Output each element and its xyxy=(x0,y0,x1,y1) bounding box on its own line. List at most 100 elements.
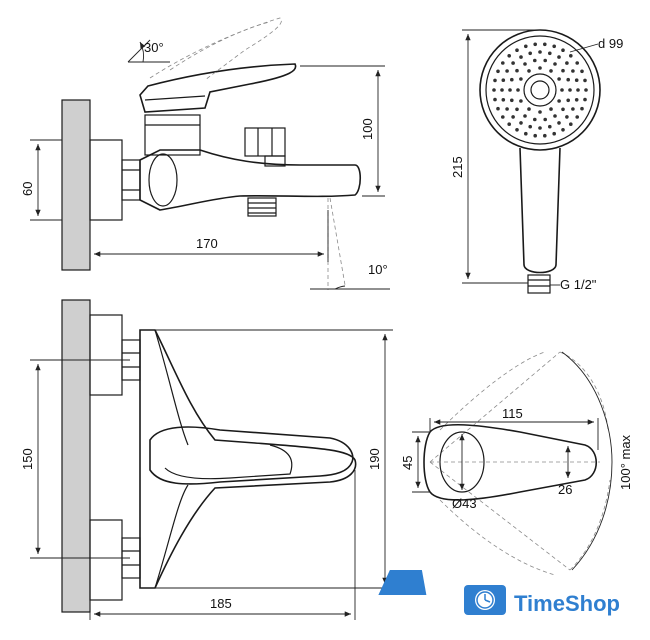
nozzle-dot xyxy=(505,107,509,111)
nozzle-dot xyxy=(516,88,520,92)
nozzle-dot xyxy=(569,122,573,126)
nozzle-dot xyxy=(538,66,542,70)
nozzle-dot xyxy=(560,88,564,92)
lever-hole-label: Ø43 xyxy=(452,496,477,511)
pipe-height-label: 60 xyxy=(20,182,35,196)
nozzle-dot xyxy=(565,61,569,65)
nozzle-dot xyxy=(543,58,547,63)
nozzle-dot xyxy=(519,121,523,125)
nozzle-dot xyxy=(511,115,515,119)
nozzle-dot xyxy=(524,131,528,136)
nozzle-dot xyxy=(571,107,575,111)
nozzle-dot xyxy=(574,98,579,102)
lever-view: 100° max 115 45 Ø43 26 xyxy=(400,351,633,576)
lever-tip-width-label: 26 xyxy=(558,482,572,497)
wall-section-top xyxy=(61,99,91,271)
nozzle-dot xyxy=(533,117,537,122)
nozzle-dot xyxy=(501,78,506,82)
nozzle-dot xyxy=(523,62,527,66)
nozzle-dot xyxy=(523,114,527,118)
spout-angle-label: 10° xyxy=(368,262,388,277)
logo-text: TimeShop xyxy=(514,591,620,616)
nozzle-pattern xyxy=(492,42,588,138)
timeshop-logo: TimeShop xyxy=(378,570,620,616)
nozzle-dot xyxy=(501,98,506,102)
nozzle-dot xyxy=(543,42,547,47)
nozzle-dot xyxy=(557,121,561,125)
nozzle-dot xyxy=(528,124,532,129)
nozzle-dot xyxy=(561,48,565,52)
nozzle-dot xyxy=(538,110,542,114)
shopping-bag-clock-icon xyxy=(378,570,506,615)
nozzle-dot xyxy=(519,99,523,103)
nozzle-dot xyxy=(583,97,587,102)
top-view: 150 190 185 xyxy=(20,299,393,620)
lever-width-label: 45 xyxy=(400,456,415,470)
nozzle-dot xyxy=(500,88,504,92)
nozzle-dot xyxy=(548,51,552,56)
nozzle-dot xyxy=(510,98,514,103)
nozzle-dot xyxy=(576,88,580,92)
nozzle-dot xyxy=(583,78,587,83)
length-185-label: 185 xyxy=(210,596,232,611)
nozzle-dot xyxy=(528,51,532,56)
nozzle-dot xyxy=(557,77,561,81)
nozzle-dot xyxy=(533,133,537,138)
nozzle-dot xyxy=(569,54,573,58)
nozzle-dot xyxy=(580,69,584,74)
nozzle-dot xyxy=(505,69,509,73)
nozzle-dot xyxy=(571,69,575,73)
nozzle-dot xyxy=(549,107,553,111)
nozzle-dot xyxy=(580,106,584,111)
nozzle-dot xyxy=(561,68,565,73)
nozzle-dot xyxy=(566,98,570,103)
nozzle-dot xyxy=(515,107,519,112)
nozzle-dot xyxy=(515,128,519,132)
rotation-label: 100° max xyxy=(618,434,633,490)
nozzle-dot xyxy=(538,126,542,130)
nozzle-dot xyxy=(575,115,579,119)
nozzle-dot xyxy=(519,77,523,81)
shower-thread-label: G 1/2" xyxy=(560,277,597,292)
nozzle-dot xyxy=(575,61,579,65)
nozzle-dot xyxy=(552,131,556,136)
nozzle-dot xyxy=(508,88,512,92)
nozzle-dot xyxy=(574,78,579,82)
lever-length-label: 115 xyxy=(502,406,523,421)
nozzle-dot xyxy=(511,61,515,65)
shower-length-label: 215 xyxy=(450,156,465,178)
nozzle-dot xyxy=(557,99,561,103)
nozzle-dot xyxy=(538,50,542,54)
nozzle-dot xyxy=(501,61,505,65)
nozzle-dot xyxy=(493,78,497,83)
length-170-label: 170 xyxy=(196,236,218,251)
nozzle-dot xyxy=(548,124,552,129)
shower-diameter-label: d 99 xyxy=(598,36,623,51)
nozzle-dot xyxy=(533,42,537,47)
wall-section-bottom xyxy=(61,299,91,613)
nozzle-dot xyxy=(510,77,514,82)
nozzle-dot xyxy=(566,77,570,82)
nozzle-dot xyxy=(515,68,519,73)
nozzle-dot xyxy=(561,107,565,112)
nozzle-dot xyxy=(565,115,569,119)
nozzle-dot xyxy=(549,69,553,73)
nozzle-dot xyxy=(584,88,588,92)
nozzle-dot xyxy=(527,107,531,111)
nozzle-dot xyxy=(568,88,572,92)
nozzle-dot xyxy=(492,88,496,92)
nozzle-dot xyxy=(496,69,500,74)
nozzle-dot xyxy=(524,44,528,49)
nozzle-dot xyxy=(533,58,537,63)
nozzle-dot xyxy=(515,48,519,52)
nozzle-dot xyxy=(553,62,557,66)
nozzle-dot xyxy=(519,55,523,59)
nozzle-dot xyxy=(493,97,497,102)
nozzle-dot xyxy=(557,55,561,59)
angle-handle-label: 30° xyxy=(144,40,164,55)
nozzle-dot xyxy=(507,122,512,126)
nozzle-dot xyxy=(552,44,556,49)
nozzle-dot xyxy=(507,54,512,58)
height-190-label: 190 xyxy=(367,448,382,470)
